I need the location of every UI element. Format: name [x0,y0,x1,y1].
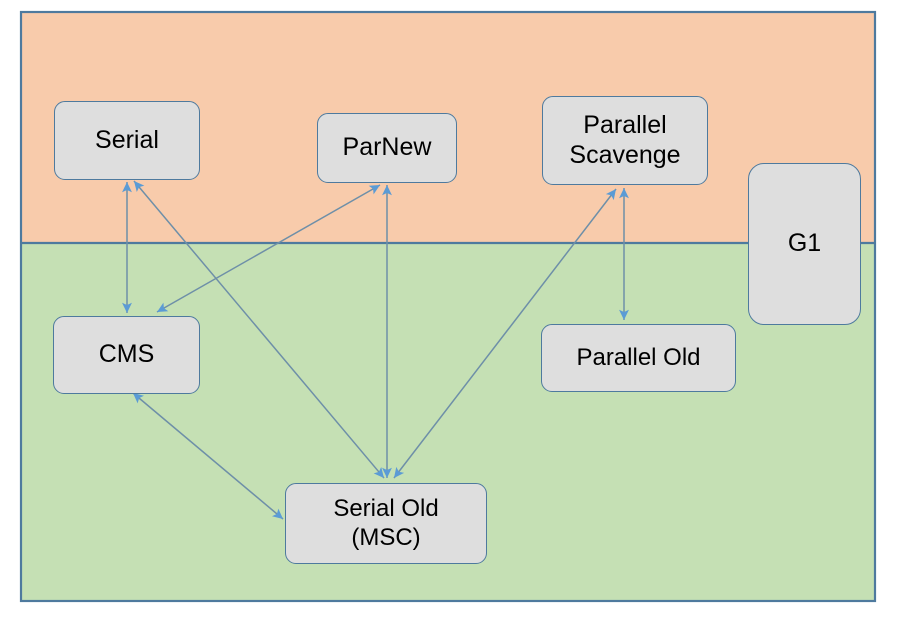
edge-layer [122,180,629,520]
node-parallel-scavenge-label: Parallel Scavenge [569,111,681,169]
node-cms[interactable]: CMS [53,316,200,394]
node-cms-label: CMS [98,340,155,369]
edge-parnew-cms [156,184,381,313]
edge-pscavenge-serialold [393,188,617,479]
node-g1-label: G1 [787,229,822,258]
node-parallel-old[interactable]: Parallel Old [541,324,736,392]
edge-cms-serialold [132,392,284,520]
node-parnew[interactable]: ParNew [317,113,457,183]
node-g1[interactable]: G1 [748,163,861,325]
node-parallel-old-label: Parallel Old [576,343,701,371]
node-serial-label: Serial [95,125,159,154]
node-serial-old-label: Serial Old (MSC) [333,495,439,551]
node-parallel-scavenge[interactable]: Parallel Scavenge [542,96,708,185]
node-serial-old[interactable]: Serial Old (MSC) [285,483,487,564]
diagram-outer-border [19,10,877,603]
node-parnew-label: ParNew [342,133,432,162]
node-serial[interactable]: Serial [54,101,200,180]
